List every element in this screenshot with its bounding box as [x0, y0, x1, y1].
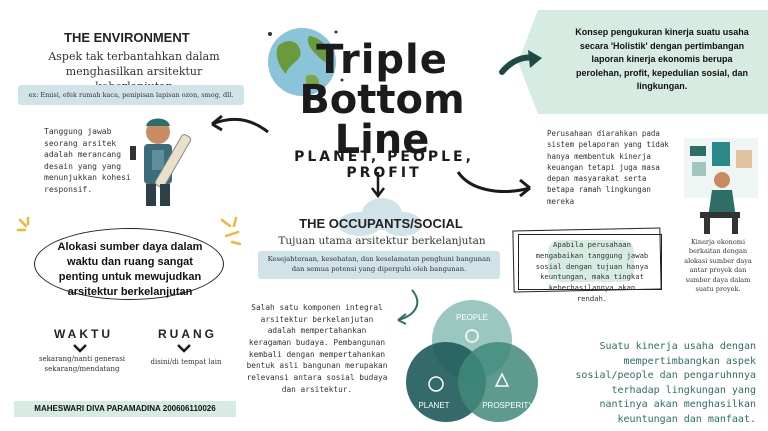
ruang-subtext: disini/di tempat lain [150, 358, 222, 366]
title-line2: Bottom Line [299, 77, 465, 163]
globe-icon [268, 28, 344, 96]
waktu-subtext: sekarang/nanti generasi sekarang/mendata… [38, 355, 126, 373]
ruang-label: RUANG [158, 327, 217, 341]
resource-oval [34, 228, 224, 300]
title-line1: Triple [316, 37, 448, 83]
worker-illustration [130, 118, 192, 206]
tagline: PLANET, PEOPLE, PROFIT [294, 149, 474, 181]
sparkle-icon [16, 216, 30, 232]
main-title: Triple Bottom Line [262, 40, 502, 160]
occupants-box: Kesejahteraan, kesehatan, dan keselamata… [258, 251, 500, 279]
venn-people-label: PEOPLE [456, 313, 488, 322]
environment-heading: THE ENVIRONMENT [64, 30, 190, 45]
resource-oval-text: Alokasi sumber daya dalam waktu dan ruan… [57, 241, 203, 298]
venn-diagram: PEOPLE PLANET PROSPERITY [406, 300, 538, 422]
venn-prosperity-label: PROSPERITY [482, 401, 534, 410]
economy-text: Kinerja ekonomi berkaitan dengan alokasi… [684, 238, 752, 294]
green-arrow-icon [499, 50, 542, 75]
chevron-down-icon [177, 344, 191, 353]
bottom-right-text: Suatu kinerja usaha dengan mempertimbang… [575, 341, 756, 425]
social-text: Salah satu komponen integral arsitektur … [246, 303, 388, 394]
laptop-worker-illustration [684, 138, 758, 234]
venn-planet-label: PLANET [418, 401, 449, 410]
occupants-subtitle: Tujuan utama arsitektur berkelanjutan [278, 235, 486, 247]
frame-highlight [548, 240, 634, 282]
cloud-icon [338, 198, 422, 236]
framed-text: Apabila perusahaan mengabaikan tanggung … [535, 240, 649, 303]
author-badge: MAHESWARI DIVA PARAMADINA 200606110026 [14, 401, 236, 417]
callout-panel [518, 10, 768, 114]
frame-border [518, 234, 662, 290]
occupants-heading: THE OCCUPANTS/SOCIAL [299, 216, 463, 231]
environment-body: Tanggung jawab seorang arsitek adalah me… [44, 127, 131, 194]
environment-examples: ex: Emisi, efek rumah kaca, penipisan la… [18, 85, 244, 105]
sparkle-icon [220, 216, 242, 246]
chevron-down-icon [73, 344, 87, 353]
company-text: Perusahaan diarahkan pada sistem pelapor… [547, 129, 669, 206]
waktu-label: WAKTU [54, 327, 113, 341]
callout-text: Konsep pengukuran kinerja suatu usaha se… [575, 27, 749, 91]
